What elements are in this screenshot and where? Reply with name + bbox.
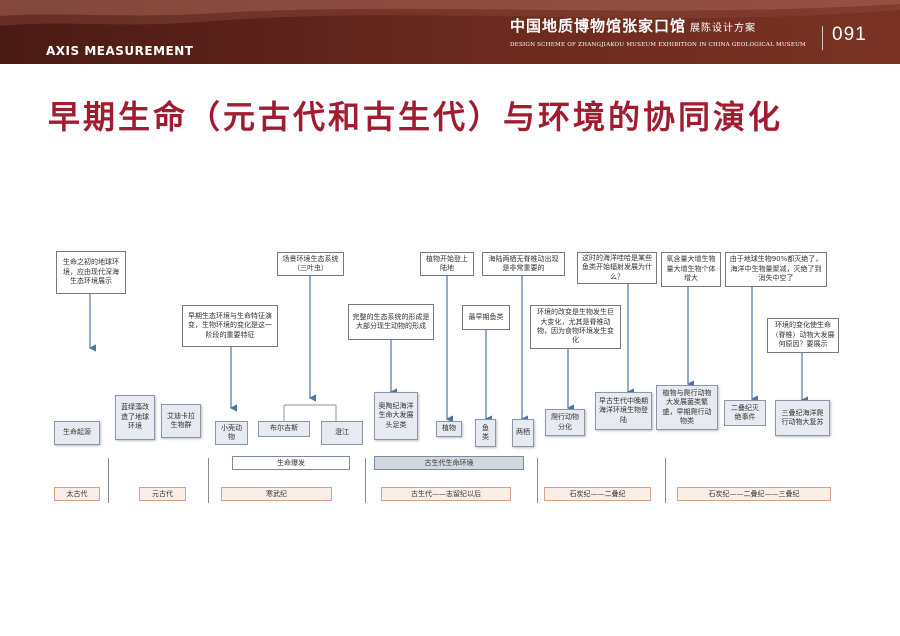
- header-wave-decoration: [0, 0, 900, 26]
- box-triassic-revival: 三叠纪海洋爬行动物大复苏: [775, 400, 830, 436]
- box-paleozoic-landing: 早古生代中晚期海洋环境生物登陆: [595, 392, 652, 430]
- note-environment-change: 环境的改变是生物发生巨大变化，尤其是脊椎动物，因为食物环境发生变化: [530, 305, 621, 349]
- box-plant-reptile-boom: 植物与爬行动物大发展菌类繁盛，早期爬行动物类: [656, 385, 718, 430]
- note-trilobite-scene: 场景环境生态系统（三叶虫）: [277, 252, 344, 276]
- page-title: 早期生命（元古代和古生代）与环境的协同演化: [48, 98, 784, 136]
- era-divider-3: [365, 458, 366, 503]
- era-cambrian: 寒武纪: [221, 487, 332, 501]
- note-earliest-fish: 最早期鱼类: [462, 305, 510, 330]
- note-amphibian-emergence: 海陆两栖无脊椎动出现是非常重要的: [482, 252, 565, 276]
- header-bar: AXIS MEASUREMENT 中国地质博物馆张家口馆展陈设计方案 DESIG…: [0, 0, 900, 64]
- box-amphibians: 两栖: [512, 419, 534, 447]
- note-oxygen-increase: 氧含量大增生物量大增生物个体增大: [661, 252, 721, 287]
- museum-name-suffix: 展陈设计方案: [690, 23, 757, 34]
- box-ordovician-sea-life: 奥陶纪海洋生命大发展头足类: [374, 392, 418, 440]
- box-chengjiang: 澄江: [321, 421, 363, 445]
- museum-brand: 中国地质博物馆张家口馆展陈设计方案: [510, 15, 756, 36]
- page-number-divider: [822, 26, 823, 50]
- note-fish-radiation: 这时的海洋哇哈是某些鱼类开始辐射发展为什么？: [577, 252, 657, 284]
- note-complete-ecosystem: 完整的生态系统的形成是大部分现生动物的形成: [348, 304, 434, 340]
- era-archean: 太古代: [54, 487, 100, 501]
- note-plants-landing: 植物开始登上陆地: [420, 252, 474, 276]
- note-mass-extinction: 由于地球生物90%都灭绝了，海洋中生物量聚减，灭绝了到消失中空了: [725, 252, 827, 287]
- band-life-explosion: 生命爆发: [232, 456, 350, 470]
- box-burgess-shale: 布尔吉斯: [258, 421, 310, 437]
- box-plants: 植物: [436, 421, 462, 437]
- note-origin-environment: 生命之初的地球环境，应由现代深海生态环境展示: [56, 251, 126, 294]
- box-small-shelly-fauna: 小壳动物: [215, 421, 248, 445]
- note-vertebrate-development: 环境的变化使生命（脊椎）动物大发展何原因？要展示: [767, 318, 839, 353]
- section-label: AXIS MEASUREMENT: [46, 44, 194, 58]
- box-reptile-divergence: 爬行动物分化: [545, 409, 585, 436]
- box-fish: 鱼类: [475, 419, 496, 447]
- box-cyanobacteria: 蓝绿藻改造了地球环境: [115, 395, 155, 440]
- box-permian-extinction: 二叠纪灭绝事件: [724, 400, 766, 426]
- museum-name: 中国地质博物馆张家口馆: [510, 17, 687, 35]
- era-divider-4: [537, 458, 538, 503]
- note-early-ecology: 早期生态环境与生命特征演变，生物环境的变化是这一阶段的重要特征: [182, 305, 278, 347]
- page-number: 091: [832, 24, 867, 45]
- era-divider-2: [208, 458, 209, 503]
- era-proterozoic: 元古代: [139, 487, 186, 501]
- era-carboniferous-triassic: 石炭纪——二叠纪——三叠纪: [677, 487, 831, 501]
- band-paleozoic-environment: 古生代生命环境: [374, 456, 524, 470]
- museum-subtitle-en: DESIGN SCHEME OF ZHANGJIAKOU MUSEUM EXHI…: [510, 42, 806, 48]
- era-divider-1: [108, 458, 109, 503]
- box-ediacara-biota: 艾迪卡拉生物群: [161, 404, 201, 438]
- era-divider-5: [665, 458, 666, 503]
- scene-bracket: [283, 404, 337, 421]
- era-carboniferous-permian: 石炭纪——二叠纪: [544, 487, 651, 501]
- box-origin-of-life: 生命起源: [54, 421, 100, 445]
- era-paleozoic-silurian: 古生代——志留纪以后: [381, 487, 511, 501]
